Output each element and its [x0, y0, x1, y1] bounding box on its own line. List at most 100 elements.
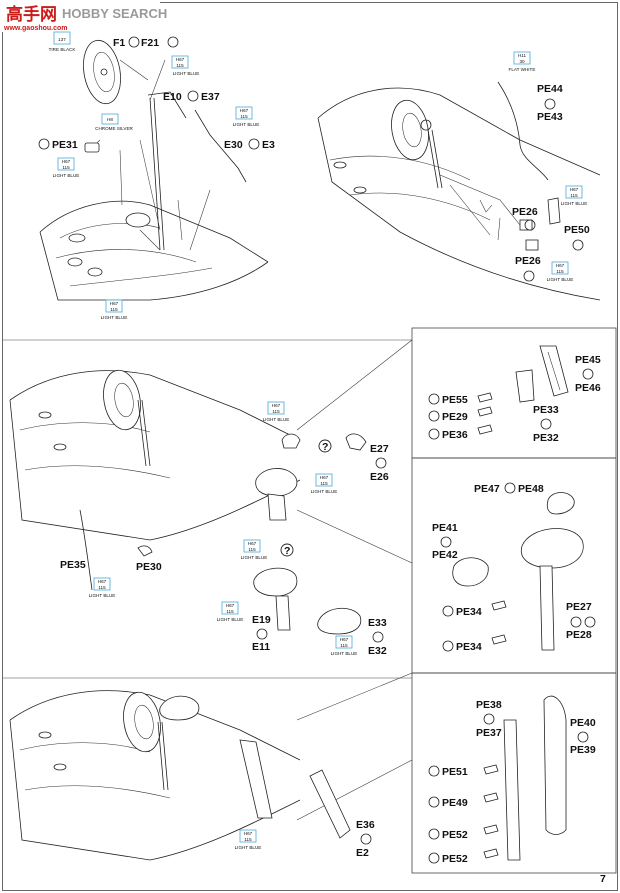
label-e2: E2 [356, 847, 369, 859]
watermark-brand-en: HOBBY SEARCH [62, 6, 167, 21]
svg-text:LIGHT BLUE: LIGHT BLUE [235, 845, 262, 850]
svg-text:LIGHT BLUE: LIGHT BLUE [561, 201, 588, 206]
e36-part [309, 769, 351, 839]
pe34-shape-a [491, 600, 507, 611]
label-pe51: PE51 [442, 766, 468, 778]
svg-text:H67: H67 [244, 831, 253, 836]
page-number: 7 [600, 873, 606, 885]
wheel-2-hub-highlight [420, 119, 432, 131]
label-e10: E10 [163, 91, 182, 103]
e33-door [317, 608, 362, 635]
pe39-strip [543, 695, 567, 835]
torque-link [147, 91, 187, 119]
wheel-3-hub [114, 382, 134, 418]
pe26-part-b [525, 239, 539, 251]
svg-text:LIGHT BLUE: LIGHT BLUE [233, 122, 260, 127]
opposite-icon [360, 833, 372, 845]
wing4-detail-1 [38, 731, 52, 739]
leader-lines-1 [119, 59, 166, 251]
svg-text:115: 115 [110, 307, 118, 312]
opposite-icon [372, 631, 384, 643]
callout-pointers [296, 339, 413, 821]
pe52-shape-a [483, 824, 499, 835]
svg-text:115: 115 [340, 643, 348, 648]
label-pe31: PE31 [52, 139, 78, 151]
svg-text:CHROME SILVER: CHROME SILVER [95, 126, 133, 131]
svg-text:115: 115 [248, 547, 256, 552]
wing-outline-3 [9, 370, 301, 541]
svg-text:H67: H67 [176, 57, 185, 62]
paint-tag-light-blue-5: H67 115 LIGHT BLUE [561, 185, 588, 206]
pe41-frame [520, 528, 584, 569]
label-pe26-a: PE26 [512, 206, 538, 218]
svg-text:LIGHT BLUE: LIGHT BLUE [101, 315, 128, 320]
opposite-icon [440, 536, 452, 548]
direction-icon [428, 828, 440, 840]
door-e27-shape [255, 468, 298, 497]
svg-text:H67: H67 [248, 541, 257, 546]
label-e3: E3 [262, 139, 275, 151]
label-e27: E27 [370, 443, 389, 455]
svg-text:LIGHT BLUE: LIGHT BLUE [311, 489, 338, 494]
opposite-icon [540, 418, 552, 430]
label-pe55: PE55 [442, 394, 468, 406]
label-e37: E37 [201, 91, 220, 103]
detail-a-parts [477, 345, 569, 435]
svg-text:H67: H67 [570, 187, 579, 192]
oleo-strut-2 [427, 129, 443, 189]
oleo-strut-3 [137, 399, 151, 467]
wing4-detail-2 [53, 763, 67, 771]
paint-tag-light-blue-6: H67 115 LIGHT BLUE [547, 261, 573, 282]
label-pe50: PE50 [564, 224, 590, 236]
svg-text:LIGHT BLUE: LIGHT BLUE [263, 417, 290, 422]
svg-text:LIGHT BLUE: LIGHT BLUE [217, 617, 244, 622]
paint-tag-light-blue-10: H67 115 LIGHT BLUE [89, 577, 115, 598]
label-pe37: PE37 [476, 727, 502, 739]
svg-text:115: 115 [62, 165, 70, 170]
e27-part [345, 433, 367, 451]
wing3-detail-1 [38, 411, 52, 419]
watermark: 高手网 HOBBY SEARCH www.gaoshou.com [0, 0, 167, 32]
label-pe30: PE30 [136, 561, 162, 573]
opposite-icon [544, 98, 556, 110]
opposite-icon [248, 138, 260, 150]
paint-tag-light-blue-9: H67 115 LIGHT BLUE [241, 539, 268, 560]
pe26-part-a [519, 219, 533, 231]
paint-tag-light-blue-11: H67 115 LIGHT BLUE [217, 601, 244, 622]
pe37-strip [503, 719, 521, 861]
pe31-part [84, 142, 100, 153]
watermark-site: www.gaoshou.com [3, 25, 68, 32]
pe49-shape [483, 792, 499, 803]
wing-bay-detail-2 [67, 257, 83, 267]
opposite-icon [584, 616, 596, 628]
opposite-icon [483, 713, 495, 725]
svg-text:115: 115 [272, 409, 280, 414]
leader-lines-2 [89, 139, 161, 231]
wing-outline [39, 200, 269, 301]
svg-text:115: 115 [556, 269, 564, 274]
opposite-icon [582, 368, 594, 380]
pe42-shape [452, 557, 489, 587]
label-pe26-b: PE26 [515, 255, 541, 267]
pe35-rod [79, 509, 93, 591]
watermark-brand-cn: 高手网 [6, 4, 57, 24]
label-pe34-b: PE34 [456, 641, 482, 653]
label-pe52-a: PE52 [442, 829, 468, 841]
leader-lines-4 [439, 174, 521, 236]
opposite-icon [504, 482, 516, 494]
svg-text:H67: H67 [340, 637, 349, 642]
unknown-mark: ? [322, 441, 328, 453]
label-pe47: PE47 [474, 483, 500, 495]
direction-icon [428, 765, 440, 777]
detail-c-parts [483, 695, 567, 861]
paint-tag-chrome-silver: H8 CHROME SILVER [95, 113, 134, 131]
label-pe43: PE43 [537, 111, 563, 123]
pe51-shape [483, 764, 499, 775]
detail-panel-c [411, 672, 617, 874]
pe34-shape-b [491, 634, 507, 645]
tire-black-code: 137 [58, 37, 66, 42]
unknown-icon [318, 439, 332, 453]
svg-text:H67: H67 [110, 301, 119, 306]
pe50-part [547, 197, 561, 225]
svg-text:LIGHT BLUE: LIGHT BLUE [241, 555, 268, 560]
